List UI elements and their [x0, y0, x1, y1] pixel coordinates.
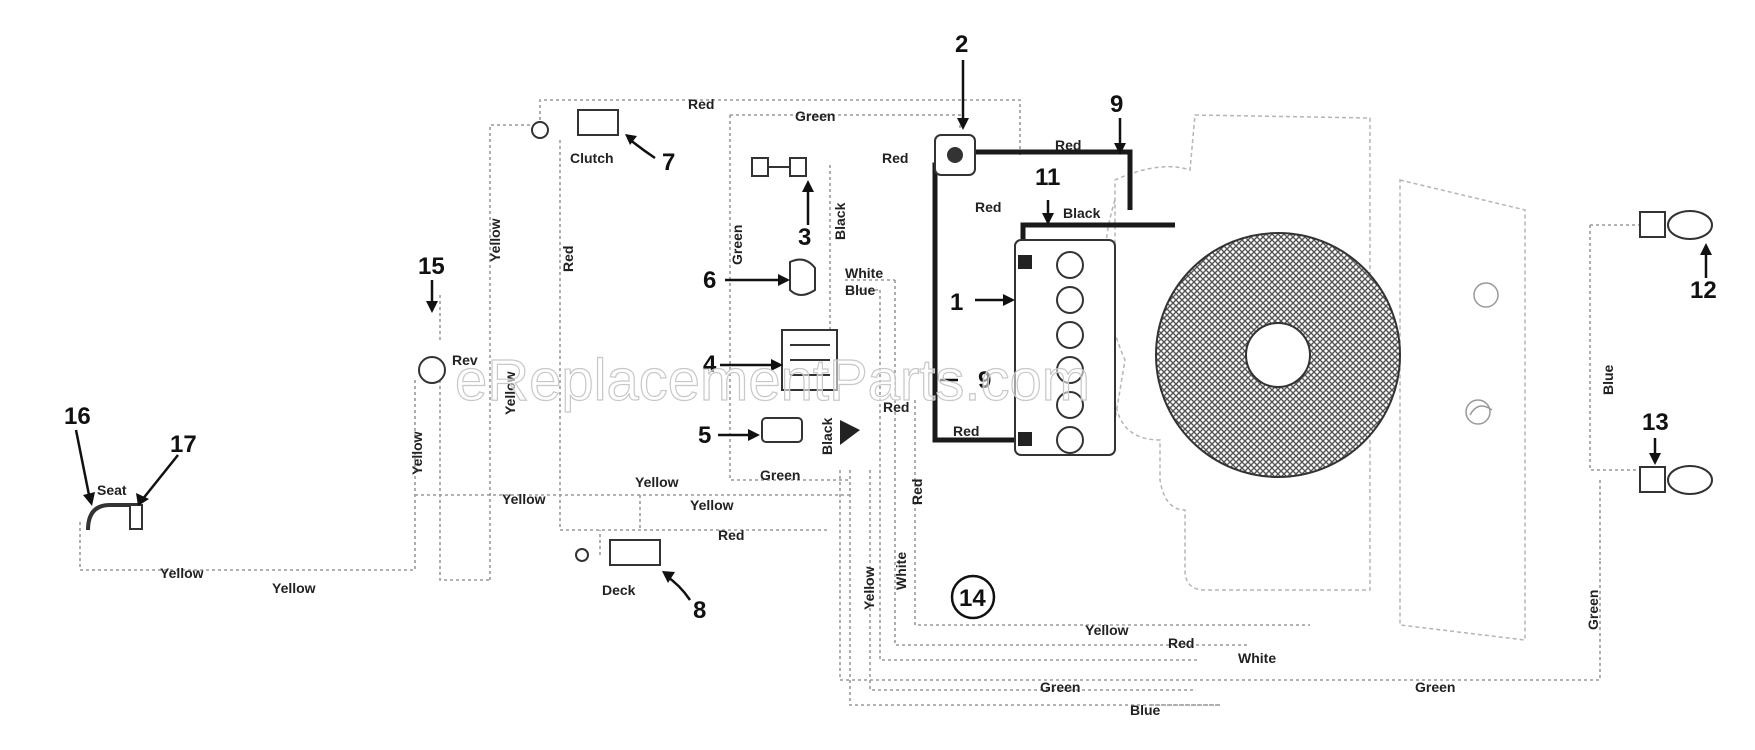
callout-8: 8	[693, 597, 706, 624]
module-4	[781, 329, 838, 391]
clutch-switch	[531, 109, 619, 139]
callout-9b: 9	[978, 367, 991, 394]
wire-label: Red	[688, 96, 714, 112]
wire-label: Green	[760, 467, 800, 483]
wire-label: Green	[1040, 679, 1080, 695]
wire-label: Yellow	[502, 371, 518, 415]
wire-label: White	[1238, 650, 1276, 666]
label-seat: Seat	[97, 482, 127, 498]
engine-fittings	[1465, 282, 1499, 425]
headlight-12	[1639, 210, 1713, 240]
starter-solenoid	[934, 134, 976, 176]
wire-label: Red	[883, 399, 909, 415]
callout-4: 4	[703, 351, 717, 378]
callout-15: 15	[418, 253, 445, 280]
deck-switch	[575, 539, 661, 566]
callout-7: 7	[662, 149, 675, 176]
component-labels: Clutch Deck Seat Rev	[97, 150, 636, 598]
wire-label: White	[845, 265, 883, 281]
wire-label: Blue	[845, 282, 876, 298]
wire-label: Yellow	[409, 431, 425, 475]
wire-label: Red	[560, 246, 576, 272]
wire-label: Green	[1415, 679, 1455, 695]
wire-label: Red	[1168, 635, 1194, 651]
black-connector	[840, 420, 860, 445]
wire-label: Blue	[1130, 702, 1161, 718]
callout-5: 5	[698, 422, 711, 449]
wire-label: Yellow	[635, 474, 679, 490]
wire-label: Red	[718, 527, 744, 543]
label-rev: Rev	[452, 352, 478, 368]
callout-17: 17	[170, 431, 197, 458]
callout-16: 16	[64, 403, 91, 430]
callout-11: 11	[1035, 164, 1060, 191]
wire-label: Green	[795, 108, 835, 124]
battery	[1014, 239, 1116, 456]
wire-label: Yellow	[502, 491, 546, 507]
wire-label: Green	[729, 225, 745, 265]
rev-switch	[418, 356, 446, 384]
label-clutch: Clutch	[570, 150, 614, 166]
callout-2: 2	[955, 31, 968, 58]
wire-label: Yellow	[690, 497, 734, 513]
callout-1: 1	[950, 289, 963, 316]
wire-label: Yellow	[160, 565, 204, 581]
wire-label: Red	[1055, 137, 1081, 153]
wire-label: Red	[882, 150, 908, 166]
wire-label: White	[893, 552, 909, 590]
wire-label: Yellow	[272, 580, 316, 596]
headlight-13	[1639, 465, 1713, 495]
watermark: eReplacementParts.com	[455, 348, 1090, 413]
wire-label: Black	[832, 202, 848, 240]
callout-3: 3	[798, 224, 811, 251]
wire-label: Red	[909, 479, 925, 505]
callout-14-circle	[950, 574, 996, 620]
wire-label: Green	[1585, 590, 1601, 630]
seat-switch	[86, 503, 143, 531]
wire-label: Red	[953, 423, 979, 439]
wire-label: Yellow	[487, 218, 503, 262]
switch-5	[761, 417, 803, 443]
wire-label: Yellow	[861, 566, 877, 610]
flywheel	[1155, 232, 1401, 478]
callout-14: 14	[959, 585, 986, 612]
callout-12: 12	[1690, 277, 1717, 304]
connector-3	[751, 157, 807, 177]
callout-9a: 9	[1110, 91, 1123, 118]
wire-harness	[79, 99, 1640, 706]
wire-label: Black	[1063, 205, 1101, 221]
wire-label: Red	[975, 199, 1001, 215]
label-deck: Deck	[602, 582, 636, 598]
ignition-switch	[789, 258, 816, 296]
wire-label: Yellow	[1085, 622, 1129, 638]
callout-6: 6	[703, 267, 716, 294]
wire-label: Blue	[1600, 364, 1616, 395]
wire-label: Black	[819, 417, 835, 455]
callout-numbers: 1 2 3 4 5 6 7 8 9 9 11 12 13 14 15 16 17	[64, 31, 1717, 624]
callout-13: 13	[1642, 409, 1669, 436]
wire-labels: Red Green Red Red Red Black Green White …	[160, 96, 1616, 718]
callout-arrows	[74, 60, 1712, 601]
